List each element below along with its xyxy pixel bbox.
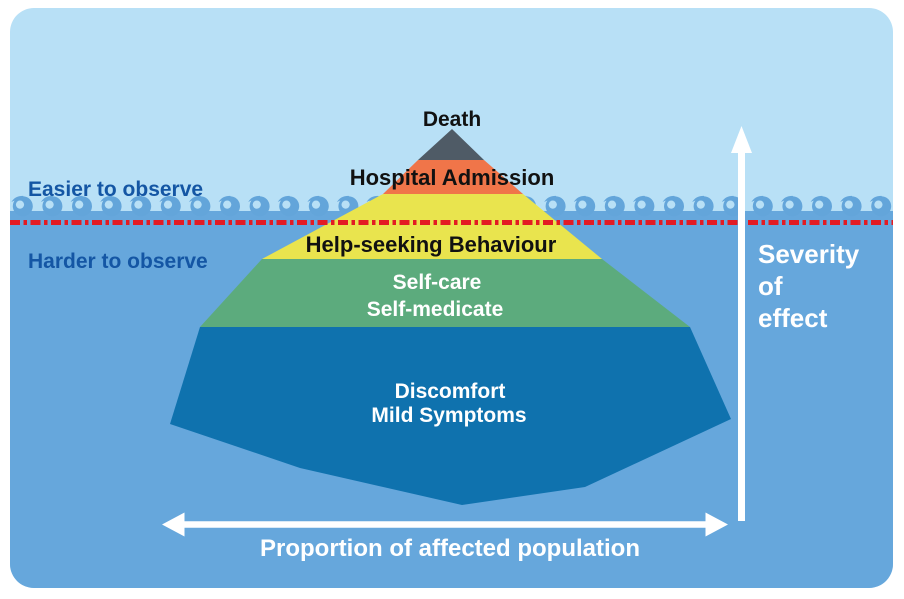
layer-discomfort <box>170 327 731 505</box>
layer-hospital-admission <box>383 160 523 194</box>
proportion-label: Proportion of affected population <box>260 535 640 562</box>
hospital-admission-label: Hospital Admission <box>350 165 555 190</box>
severity-label-line3: effect <box>758 303 828 333</box>
severity-label-line2: of <box>758 271 783 301</box>
layer-self-care <box>200 259 690 327</box>
proportion-arrow-icon <box>162 512 728 537</box>
severity-arrow-icon <box>731 126 752 521</box>
layer-help-seeking <box>262 194 602 259</box>
severity-label-line1: Severity <box>758 239 860 269</box>
death-label: Death <box>423 108 481 131</box>
self-medicate-label: Self-medicate <box>367 298 504 321</box>
mild-symptoms-label: Mild Symptoms <box>371 404 526 427</box>
help-seeking-label: Help-seeking Behaviour <box>306 232 557 257</box>
discomfort-label: Discomfort <box>395 380 506 403</box>
self-care-label: Self-care <box>393 271 482 294</box>
harder-to-observe-label: Harder to observe <box>28 250 208 273</box>
layer-death <box>418 129 484 160</box>
wave-icon <box>899 196 904 216</box>
easier-to-observe-label: Easier to observe <box>28 178 203 201</box>
